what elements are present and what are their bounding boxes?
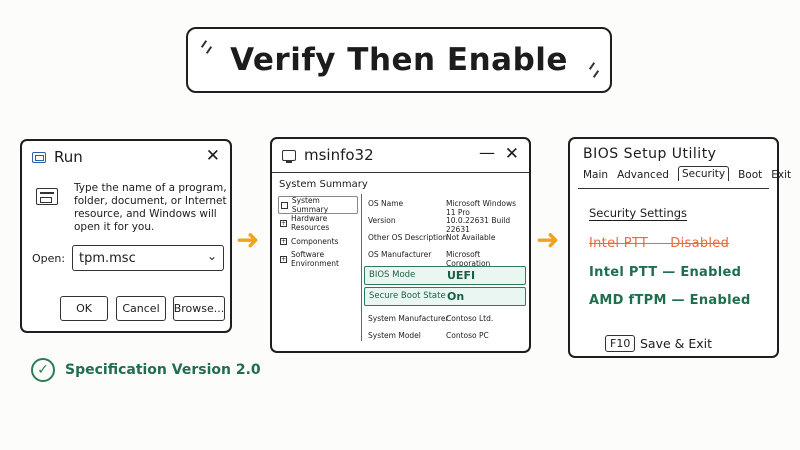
property-key: Version bbox=[368, 216, 396, 225]
decorative-hatch bbox=[205, 46, 213, 54]
tree-item-software-environment[interactable]: + Software Environment bbox=[278, 250, 358, 268]
property-value: UEFI bbox=[447, 269, 476, 282]
save-exit-label: Save & Exit bbox=[640, 336, 713, 351]
run-title: Run bbox=[54, 148, 83, 166]
title-separator bbox=[272, 172, 529, 173]
close-icon[interactable]: ✕ bbox=[205, 146, 220, 166]
msinfo-window: msinfo32 — ✕ System Summary System Summa… bbox=[270, 137, 531, 353]
property-row-bios-mode: BIOS Mode UEFI bbox=[364, 266, 526, 285]
expander-icon[interactable]: + bbox=[280, 237, 287, 245]
arrow-right-icon: ➜ bbox=[536, 223, 560, 256]
spec-note-text: Specification Version 2.0 bbox=[65, 362, 261, 378]
bios-tabs: Main Advanced Security Boot Exit bbox=[583, 166, 800, 181]
bios-title: BIOS Setup Utility bbox=[583, 146, 717, 162]
property-value: 10.0.22631 Build 22631 bbox=[446, 216, 511, 234]
property-list: OS Name Microsoft Windows 11 Pro Version 1… bbox=[364, 195, 526, 344]
setting-amd-ftpm-enabled[interactable]: AMD fTPM — Enabled bbox=[589, 293, 751, 308]
property-key: System Manufacturer bbox=[368, 314, 449, 323]
security-settings-heading: Security Settings bbox=[589, 206, 688, 220]
open-label: Open: bbox=[32, 252, 66, 265]
property-value: Microsoft Windows 11 Pro bbox=[446, 199, 516, 217]
msinfo-titlebar: msinfo32 bbox=[272, 139, 529, 171]
browse-button[interactable]: Browse... bbox=[173, 296, 225, 321]
property-key: Other OS Description bbox=[368, 233, 448, 242]
cancel-button[interactable]: Cancel bbox=[116, 296, 166, 321]
property-row: OS Manufacturer Microsoft Corporation bbox=[364, 246, 526, 268]
property-key: BIOS Mode bbox=[369, 270, 416, 280]
property-key: OS Manufacturer bbox=[368, 250, 432, 259]
msinfo-title: msinfo32 bbox=[304, 146, 374, 164]
tree-item-system-summary[interactable]: System Summary bbox=[278, 196, 358, 214]
property-value: Contoso PC bbox=[446, 331, 489, 340]
program-icon bbox=[36, 188, 58, 205]
property-key: Secure Boot State bbox=[369, 291, 446, 301]
property-key: OS Name bbox=[368, 199, 404, 208]
tab-advanced[interactable]: Advanced bbox=[617, 169, 669, 181]
decorative-hatch bbox=[592, 70, 600, 78]
property-value: Contoso Ltd. bbox=[446, 314, 494, 323]
tab-boot[interactable]: Boot bbox=[738, 169, 763, 181]
monitor-icon bbox=[282, 149, 296, 163]
tree-item-label: Software Environment bbox=[291, 250, 339, 268]
tab-separator bbox=[578, 188, 769, 189]
property-value: On bbox=[447, 290, 465, 303]
property-row: OS Name Microsoft Windows 11 Pro bbox=[364, 195, 526, 217]
expander-icon[interactable]: + bbox=[280, 255, 287, 263]
setting-intel-ptt-enabled[interactable]: Intel PTT — Enabled bbox=[589, 265, 742, 280]
tree-item-hardware-resources[interactable]: + Hardware Resources bbox=[278, 214, 358, 232]
section-title: System Summary bbox=[279, 179, 368, 190]
f10-key[interactable]: F10 bbox=[605, 335, 636, 352]
run-icon bbox=[32, 151, 46, 163]
bios-window: BIOS Setup Utility Main Advanced Securit… bbox=[568, 137, 791, 358]
spec-note: ✓ Specification Version 2.0 bbox=[31, 358, 261, 382]
tree-item-label: System Summary bbox=[291, 196, 329, 214]
tab-security[interactable]: Security bbox=[677, 166, 730, 181]
minimize-icon[interactable]: — bbox=[479, 143, 495, 162]
arrow-right-icon: ➜ bbox=[236, 223, 260, 256]
run-titlebar: Run bbox=[22, 141, 230, 173]
tree-item-label: Components bbox=[291, 236, 339, 246]
tree-item-label: Hardware Resources bbox=[291, 214, 330, 232]
headline-title: Verify Then Enable bbox=[230, 42, 568, 78]
category-tree: System Summary + Hardware Resources + Co… bbox=[278, 196, 358, 268]
run-description: Type the name of a program, folder, docu… bbox=[74, 182, 227, 233]
decorative-hatch bbox=[588, 62, 596, 70]
tab-main[interactable]: Main bbox=[583, 169, 609, 181]
check-circle-icon: ✓ bbox=[31, 358, 55, 382]
run-dialog: Run ✕ Type the name of a program, folder… bbox=[20, 139, 232, 333]
close-icon[interactable]: ✕ bbox=[504, 144, 519, 164]
decorative-hatch bbox=[200, 40, 208, 48]
chevron-down-icon[interactable]: ⌄ bbox=[206, 249, 217, 263]
tab-exit[interactable]: Exit bbox=[771, 169, 792, 181]
tree-item-components[interactable]: + Components bbox=[278, 232, 358, 250]
property-row: System Model Contoso PC bbox=[364, 327, 526, 344]
headline-box: Verify Then Enable bbox=[186, 27, 612, 93]
open-input[interactable]: tpm.msc ⌄ bbox=[72, 245, 224, 271]
property-row: Version 10.0.22631 Build 22631 bbox=[364, 212, 526, 234]
property-value: Microsoft Corporation bbox=[446, 250, 491, 268]
pane-divider[interactable] bbox=[361, 194, 362, 341]
expander-icon[interactable]: + bbox=[280, 219, 287, 227]
property-key: System Model bbox=[368, 331, 421, 340]
setting-intel-ptt-disabled[interactable]: Intel PTT — Disabled bbox=[589, 236, 730, 251]
property-value: Not Available bbox=[446, 233, 496, 242]
expander-icon bbox=[281, 201, 288, 209]
ok-button[interactable]: OK bbox=[60, 296, 108, 321]
open-input-value: tpm.msc bbox=[79, 250, 136, 266]
